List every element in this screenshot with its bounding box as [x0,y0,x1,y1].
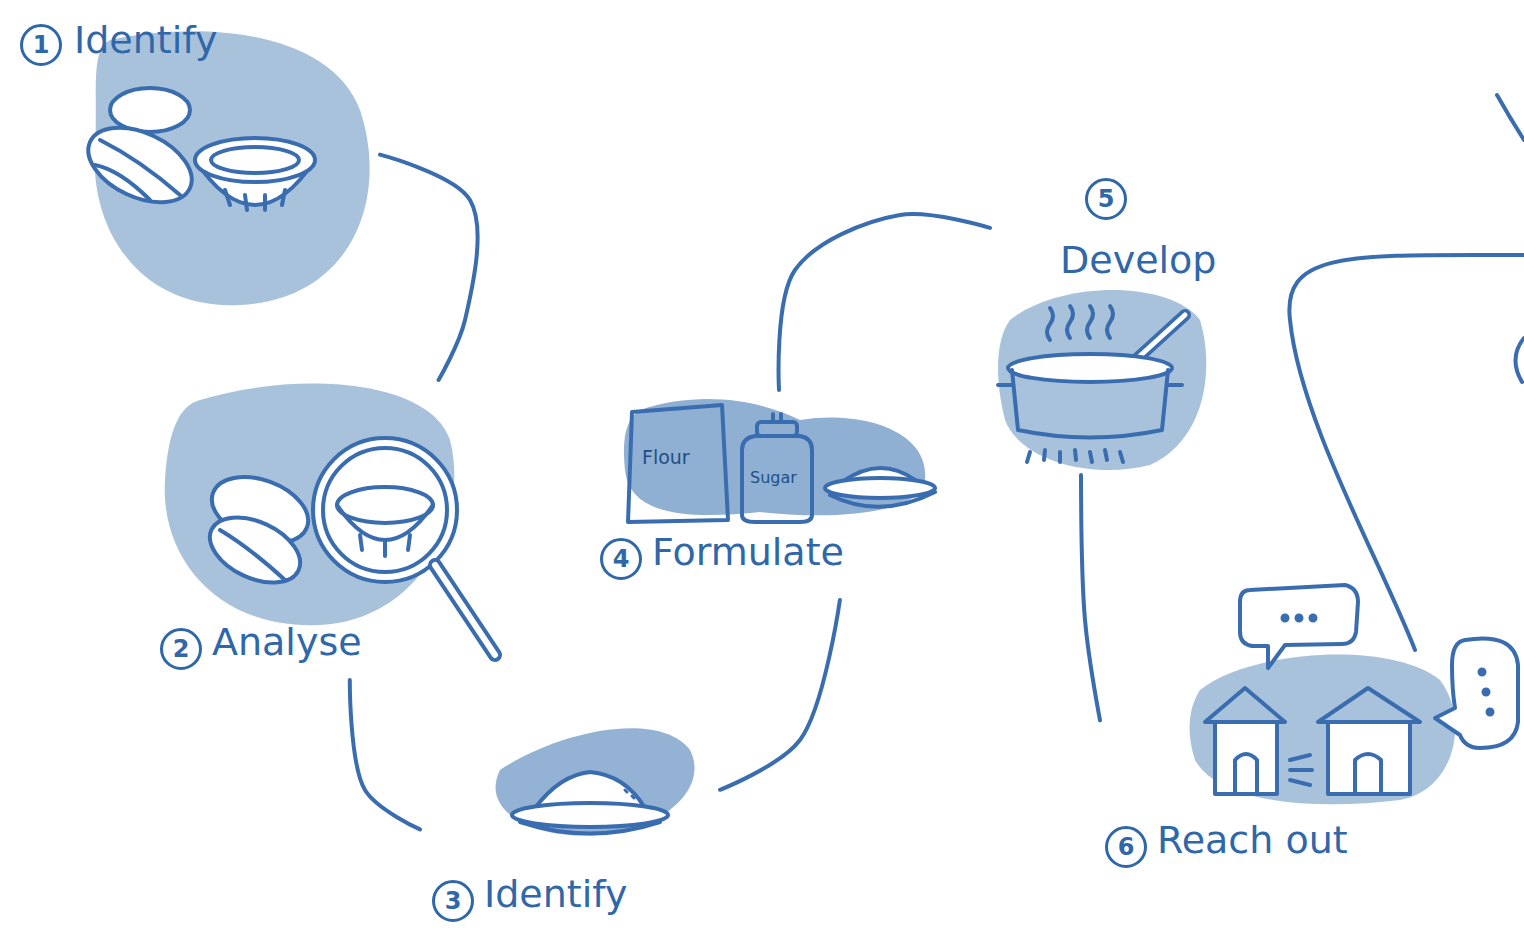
step-node: 3Identify [420,715,720,935]
step-node: 1 Identify [15,15,380,300]
powder-icon [512,772,668,834]
flow-connector [779,214,990,390]
blob [998,290,1206,470]
blob [1190,655,1456,805]
step-node: 2Analyse [150,380,520,680]
package-label: Sugar [750,468,797,487]
step-number: 3 [432,880,474,922]
path-line [1289,255,1524,650]
flow-connector [380,155,478,380]
step-node: 5Develop [990,170,1250,475]
package-label: Flour [642,446,690,468]
step-number: 1 [20,24,62,66]
flow-connector [350,680,420,829]
step-node: 4Formulate [590,390,940,600]
step-title: Develop [1060,238,1216,282]
blob [496,728,695,835]
step-node: 6Reach out [1100,570,1520,890]
step-number: 4 [600,538,642,580]
coconut-icon [77,88,315,217]
step-title: Formulate [652,530,844,574]
cooking-pot-icon [998,306,1185,462]
ingredients-icon [628,405,935,522]
step-number: 2 [160,628,202,670]
cut-off-shape [1515,338,1524,382]
step-title: Identify [484,872,627,916]
flow-connector [1081,475,1100,720]
step-number: 6 [1105,826,1147,868]
step-title: Reach out [1157,818,1348,862]
step-title: Analyse [212,620,362,664]
flow-connector [720,600,840,790]
step-number: 5 [1085,178,1127,220]
cut-off-shape [1497,95,1524,140]
houses-icon [1205,585,1518,794]
step-title: Identify [74,18,217,62]
